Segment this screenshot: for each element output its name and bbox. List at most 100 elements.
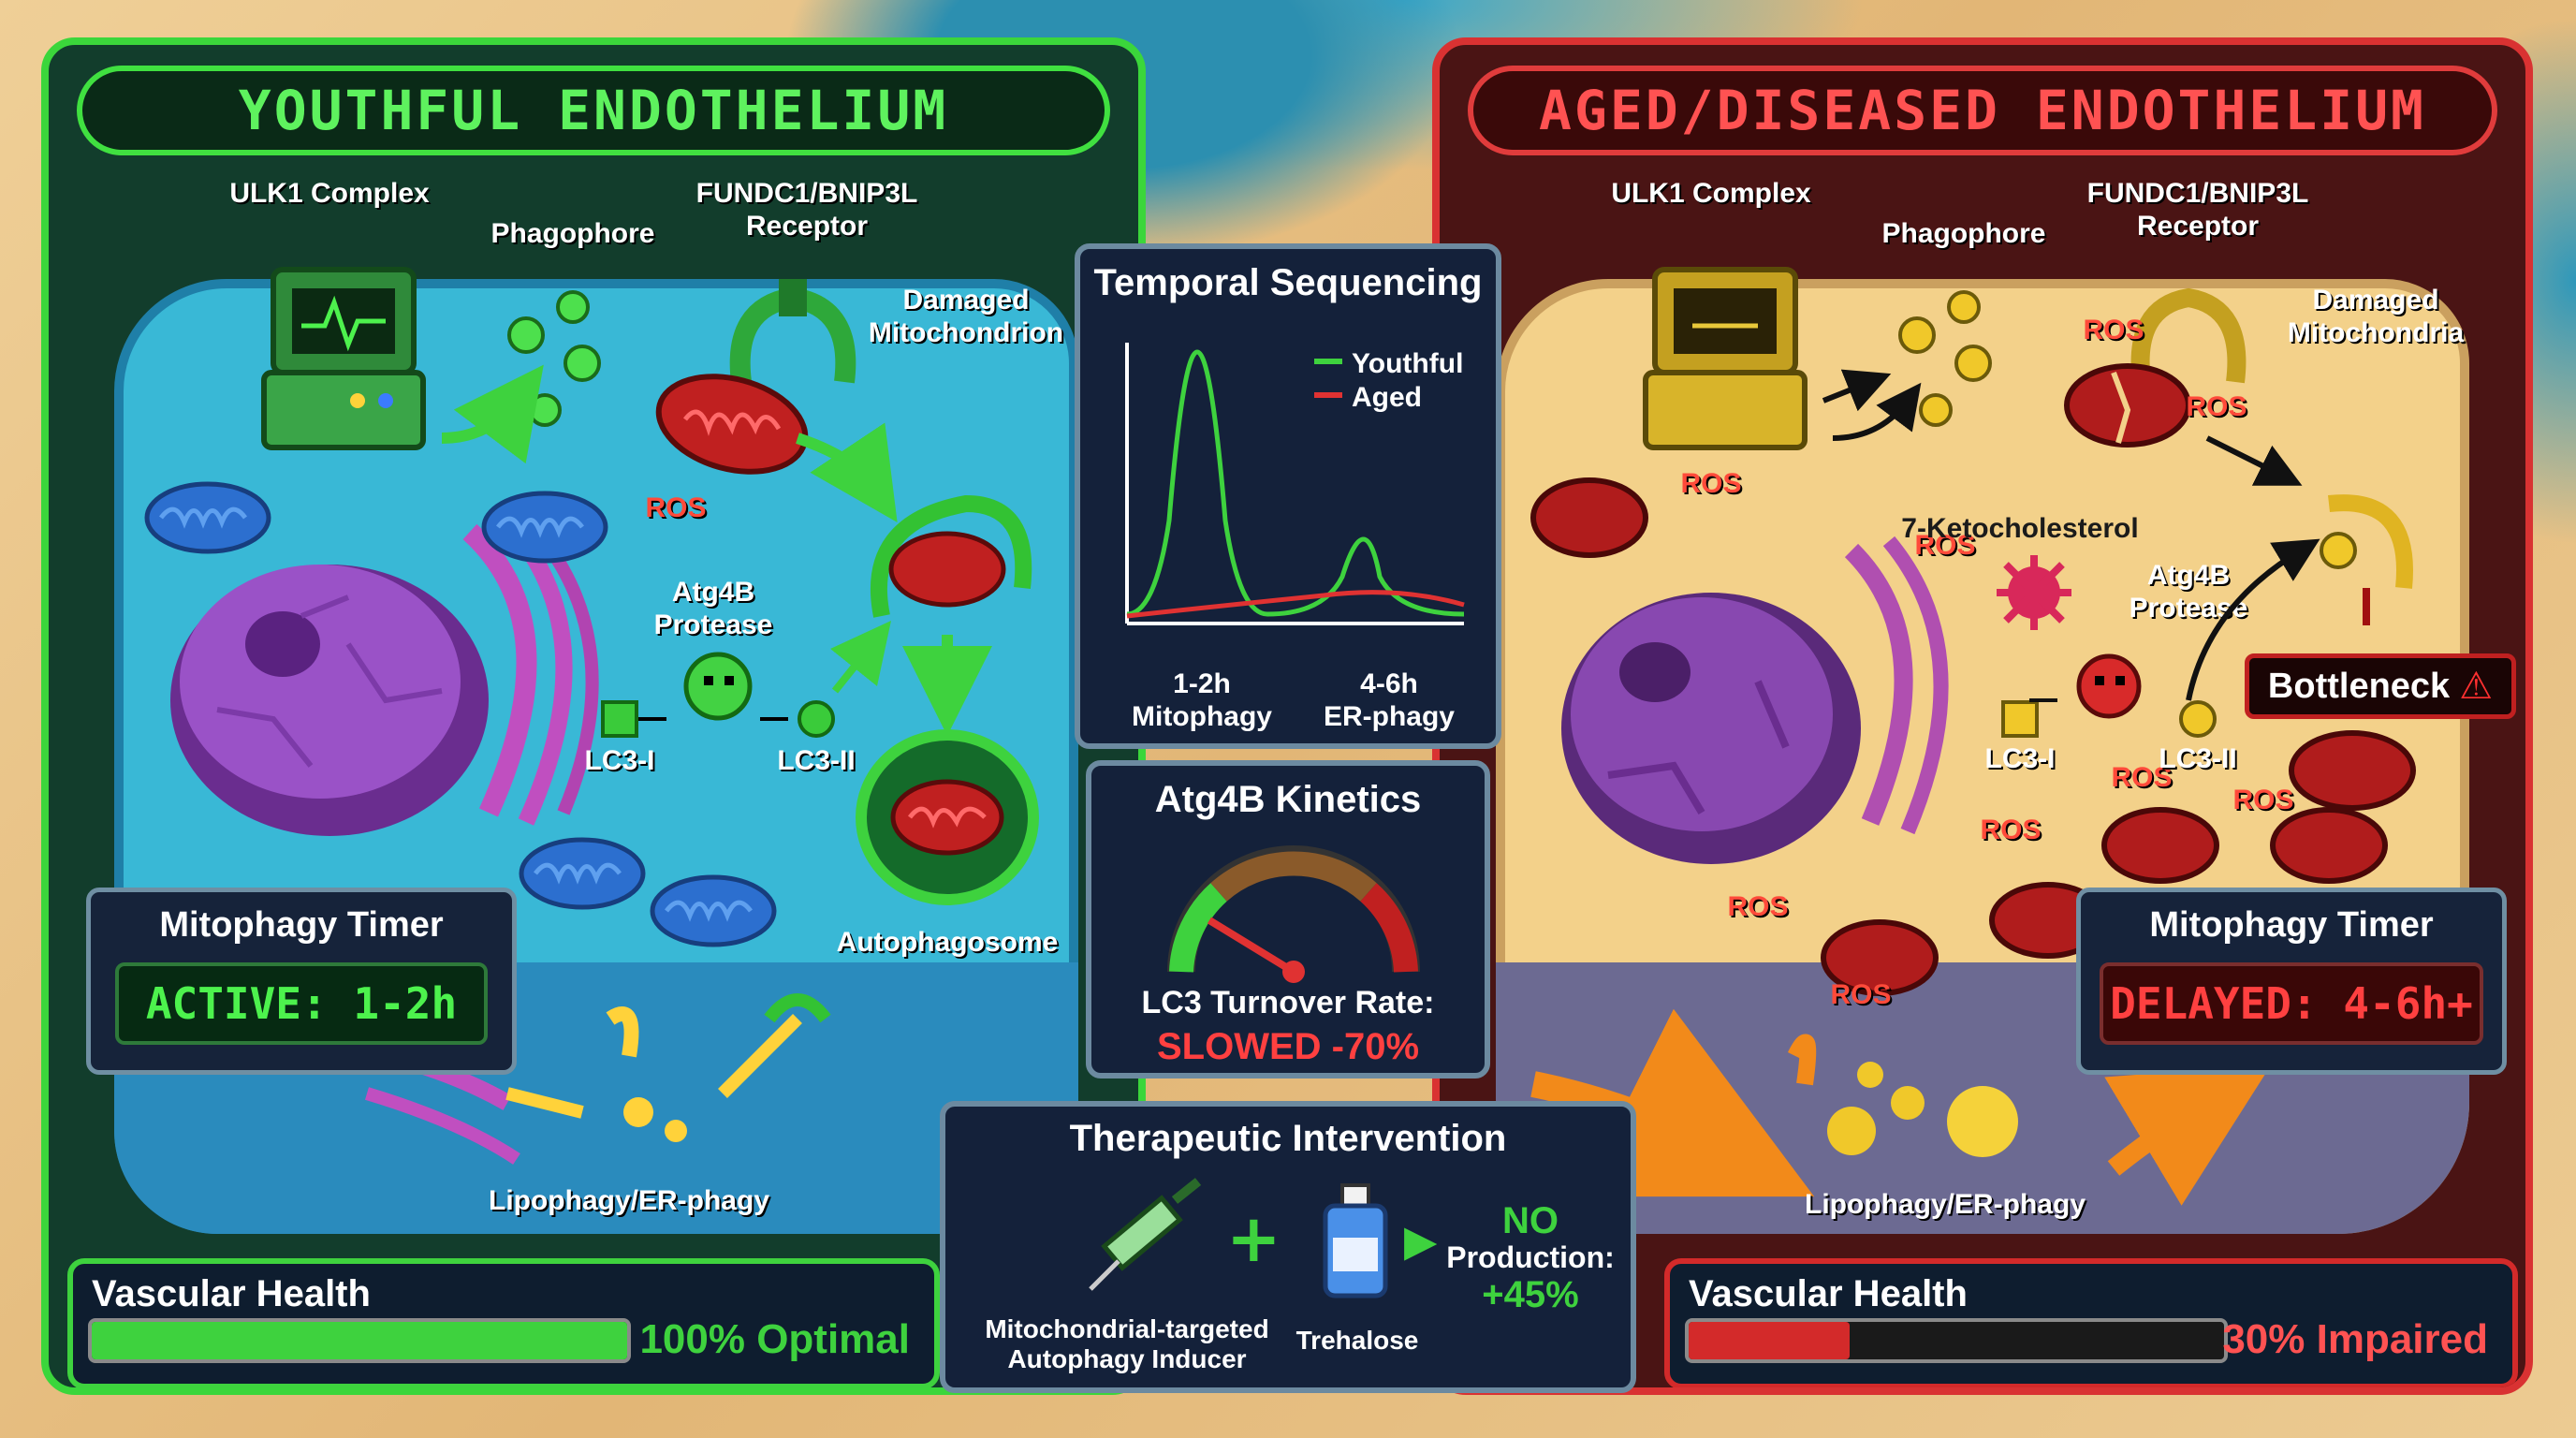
vascular-health-fill xyxy=(92,1322,627,1359)
warning-icon: ⚠ xyxy=(2459,665,2494,708)
play-arrow-icon: ▶ xyxy=(1404,1215,1438,1266)
autophagosome-label: Autophagosome xyxy=(836,927,1059,958)
ros-label: ROS xyxy=(1914,530,1976,561)
timer-title: Mitophagy Timer xyxy=(159,905,444,945)
ros-label: ROS xyxy=(645,492,707,523)
receptor-label: FUNDC1/BNIP3L Receptor xyxy=(695,178,918,242)
aged-curve xyxy=(1126,590,1465,619)
vascular-health-title: Vascular Health xyxy=(92,1273,371,1314)
lc3ii-icon xyxy=(798,700,835,738)
lc3ii-label: LC3-II xyxy=(777,745,856,776)
healthy-mitochondrion-icon xyxy=(481,491,608,564)
receptor-label: FUNDC1/BNIP3L Receptor xyxy=(2086,178,2309,242)
lc3i-label: LC3-I xyxy=(584,745,655,776)
ros-label: ROS xyxy=(2111,762,2173,793)
vascular-health-value: 30% Impaired xyxy=(2222,1316,2488,1362)
ulk1-complex-icon xyxy=(1643,267,1808,450)
gauge-needle xyxy=(1207,917,1296,976)
temporal-chart xyxy=(1125,343,1465,625)
damaged-mitochondria-icon xyxy=(2270,807,2388,884)
timer-value: DELAYED: 4-6h+ xyxy=(2100,962,2483,1045)
timer-value: ACTIVE: 1-2h xyxy=(115,962,488,1045)
lc3ii-icon xyxy=(2179,700,2217,738)
kinetics-title: Atg4B Kinetics xyxy=(1154,779,1422,820)
stalled-phagophore-icon xyxy=(2320,494,2413,589)
timer-title: Mitophagy Timer xyxy=(2149,905,2434,945)
therapy-item1: Mitochondrial-targeted Autophagy Inducer xyxy=(985,1314,1269,1374)
bottleneck-badge: Bottleneck ⚠ xyxy=(2245,653,2516,719)
healthy-mitochondrion-icon xyxy=(144,481,271,554)
aged-mitophagy-timer: Mitophagy Timer DELAYED: 4-6h+ xyxy=(2076,888,2507,1075)
youthful-title: YOUTHFUL ENDOTHELIUM xyxy=(77,66,1110,155)
vascular-health-value: 100% Optimal xyxy=(639,1316,910,1362)
lipophagy-label: Lipophagy/ER-phagy xyxy=(489,1185,769,1216)
engulfing-phagophore-icon xyxy=(870,494,1032,618)
youthful-mitophagy-timer: Mitophagy Timer ACTIVE: 1-2h xyxy=(86,888,517,1075)
aged-title: AGED/DISEASED ENDOTHELIUM xyxy=(1468,66,2497,155)
syringe-icon xyxy=(1089,1178,1202,1291)
result-line2: Production: xyxy=(1446,1240,1615,1274)
ros-label: ROS xyxy=(2186,391,2247,422)
result-line3: +45% xyxy=(1482,1274,1579,1316)
nucleus-icon xyxy=(170,565,489,836)
lc3i-icon xyxy=(601,700,638,738)
er-icon xyxy=(1844,536,1949,835)
damaged-mitochondria-icon xyxy=(1821,919,1939,996)
atg4b-kinetics-card: Atg4B Kinetics LC3 Turnover Rate: SLOWED… xyxy=(1086,760,1490,1078)
damaged-mitochondria-icon xyxy=(1530,477,1648,558)
ketocholesterol-label: 7-Ketocholesterol xyxy=(1901,513,2139,544)
receptor-claw-icon xyxy=(2130,287,2247,384)
damaged-mitochondria-icon xyxy=(2101,807,2219,884)
ulk1-label: ULK1 Complex xyxy=(1611,178,1811,209)
lc3i-label: LC3-I xyxy=(1984,743,2056,774)
phagophore-label: Phagophore xyxy=(1881,218,2046,249)
aged-panel: AGED/DISEASED ENDOTHELIUM ULK1 Complex P… xyxy=(1432,37,2533,1395)
rate-value: SLOWED -70% xyxy=(1156,1026,1420,1067)
result-line1: NO xyxy=(1502,1200,1559,1241)
gauge-icon xyxy=(1167,845,1420,983)
damaged-mitochondria-icon xyxy=(2064,363,2191,448)
receptor-claw-icon xyxy=(729,279,856,384)
ulk1-label: ULK1 Complex xyxy=(229,178,430,209)
temporal-title: Temporal Sequencing xyxy=(1093,262,1483,303)
ketocholesterol-icon xyxy=(1997,555,2071,630)
damaged-mitochondria-icon xyxy=(2289,730,2416,811)
legend-youthful-label: Youthful xyxy=(1352,348,1464,379)
ros-label: ROS xyxy=(1980,814,2042,845)
rate-label: LC3 Turnover Rate: xyxy=(1141,985,1435,1020)
atg4b-label: Atg4B Protease xyxy=(653,577,773,640)
youthful-vascular-health: Vascular Health 100% Optimal xyxy=(67,1258,940,1387)
lipophagy-icon xyxy=(1787,1034,2018,1157)
ros-label: ROS xyxy=(2232,785,2294,815)
plus-icon: + xyxy=(1226,1200,1281,1277)
therapy-title: Therapeutic Intervention xyxy=(1069,1118,1507,1159)
damaged-mitochondrion-label: Damaged Mitochondrion xyxy=(868,285,1064,348)
lipophagy-label: Lipophagy/ER-phagy xyxy=(1805,1189,2086,1220)
trehalose-bottle-icon xyxy=(1323,1183,1388,1299)
atg4b-protease-icon xyxy=(683,652,753,721)
phagophore-vesicles-icon xyxy=(1898,290,1992,427)
atg4b-protease-icon xyxy=(2076,653,2142,719)
youthful-curve xyxy=(1126,349,1465,617)
therapy-item2: Trehalose xyxy=(1295,1326,1419,1355)
vascular-health-bar xyxy=(88,1318,631,1363)
nucleus-icon xyxy=(1561,593,1861,864)
healthy-mitochondrion-icon xyxy=(650,874,777,947)
therapy-result: NO Production: +45% xyxy=(1432,1200,1629,1315)
ros-label: ROS xyxy=(1680,468,1742,499)
pathway-arrows-icon xyxy=(441,364,992,736)
lc3i-icon xyxy=(2001,700,2039,738)
ros-label: ROS xyxy=(1830,979,1892,1010)
therapeutic-intervention-card: Therapeutic Intervention + ▶ Mitochondri… xyxy=(940,1101,1636,1393)
bottleneck-label: Bottleneck xyxy=(2267,666,2451,706)
vascular-health-fill xyxy=(1689,1322,1850,1359)
atg4b-label: Atg4B Protease xyxy=(2129,560,2248,624)
ulk1-complex-icon xyxy=(261,267,426,450)
ros-label: ROS xyxy=(1727,891,1789,922)
legend-aged-label: Aged xyxy=(1352,382,1422,413)
lc3ii-label: LC3-II xyxy=(2159,743,2237,774)
damaged-mitochondria-label: Damaged Mitochondria xyxy=(2287,285,2465,348)
vascular-health-title: Vascular Health xyxy=(1689,1273,1968,1314)
